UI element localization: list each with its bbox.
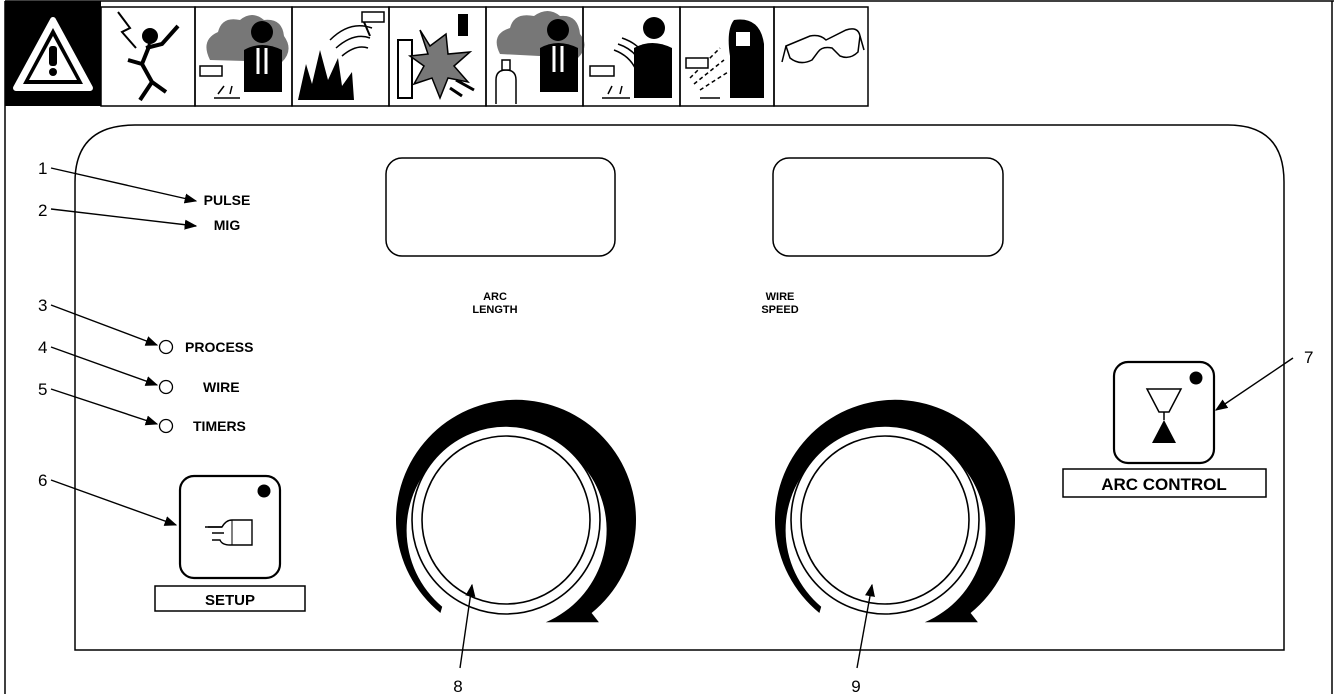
cylinder-explosion-icon: [398, 14, 474, 98]
arc-length-display: [386, 158, 615, 256]
arc-rays-helmet-icon: [686, 20, 764, 99]
wire-led: [160, 381, 173, 394]
timers-label: TIMERS: [193, 418, 246, 434]
timers-led: [160, 420, 173, 433]
callout-4: 4: [38, 338, 47, 357]
callout-9: 9: [851, 677, 860, 694]
arc-control-led-icon: [1190, 372, 1203, 385]
warning-strip: [5, 1, 868, 106]
leader-4: [51, 347, 157, 385]
leader-3: [51, 305, 157, 345]
fumes-gases-icon: [200, 15, 289, 98]
fire-explosion-icon: [298, 12, 384, 100]
leader-1: [51, 168, 196, 201]
safety-glasses-icon: [782, 29, 864, 63]
callout-7: 7: [1304, 348, 1313, 367]
wire-speed-knob[interactable]: [775, 400, 1015, 622]
electric-shock-icon: [118, 12, 178, 100]
arc-label: ARC: [483, 291, 507, 303]
length-label: LENGTH: [472, 304, 517, 316]
process-label: PROCESS: [185, 339, 253, 355]
arc-control-label: ARC CONTROL: [1101, 475, 1227, 494]
callout-1: 1: [38, 159, 47, 178]
speed-label: SPEED: [761, 304, 798, 316]
pulse-label: PULSE: [204, 192, 251, 208]
leader-6: [51, 480, 176, 525]
wire-knob-label: WIRE: [766, 291, 795, 303]
process-led: [160, 341, 173, 354]
callout-5: 5: [38, 380, 47, 399]
leader-7: [1216, 358, 1293, 410]
noise-radiation-icon: [590, 17, 672, 98]
callout-6: 6: [38, 471, 47, 490]
arc-control-button[interactable]: [1114, 362, 1214, 463]
callout-8: 8: [453, 677, 462, 694]
setup-label: SETUP: [205, 592, 255, 609]
callout-2: 2: [38, 201, 47, 220]
mig-label: MIG: [214, 217, 241, 233]
wire-label: WIRE: [203, 379, 240, 395]
callout-3: 3: [38, 296, 47, 315]
leader-5: [51, 389, 157, 424]
gas-cylinder-fumes-icon: [496, 11, 585, 104]
arc-length-knob[interactable]: [396, 400, 636, 622]
setup-button[interactable]: [180, 476, 280, 578]
setup-led-icon: [258, 485, 271, 498]
wire-speed-display: [773, 158, 1003, 256]
leader-2: [51, 209, 196, 226]
